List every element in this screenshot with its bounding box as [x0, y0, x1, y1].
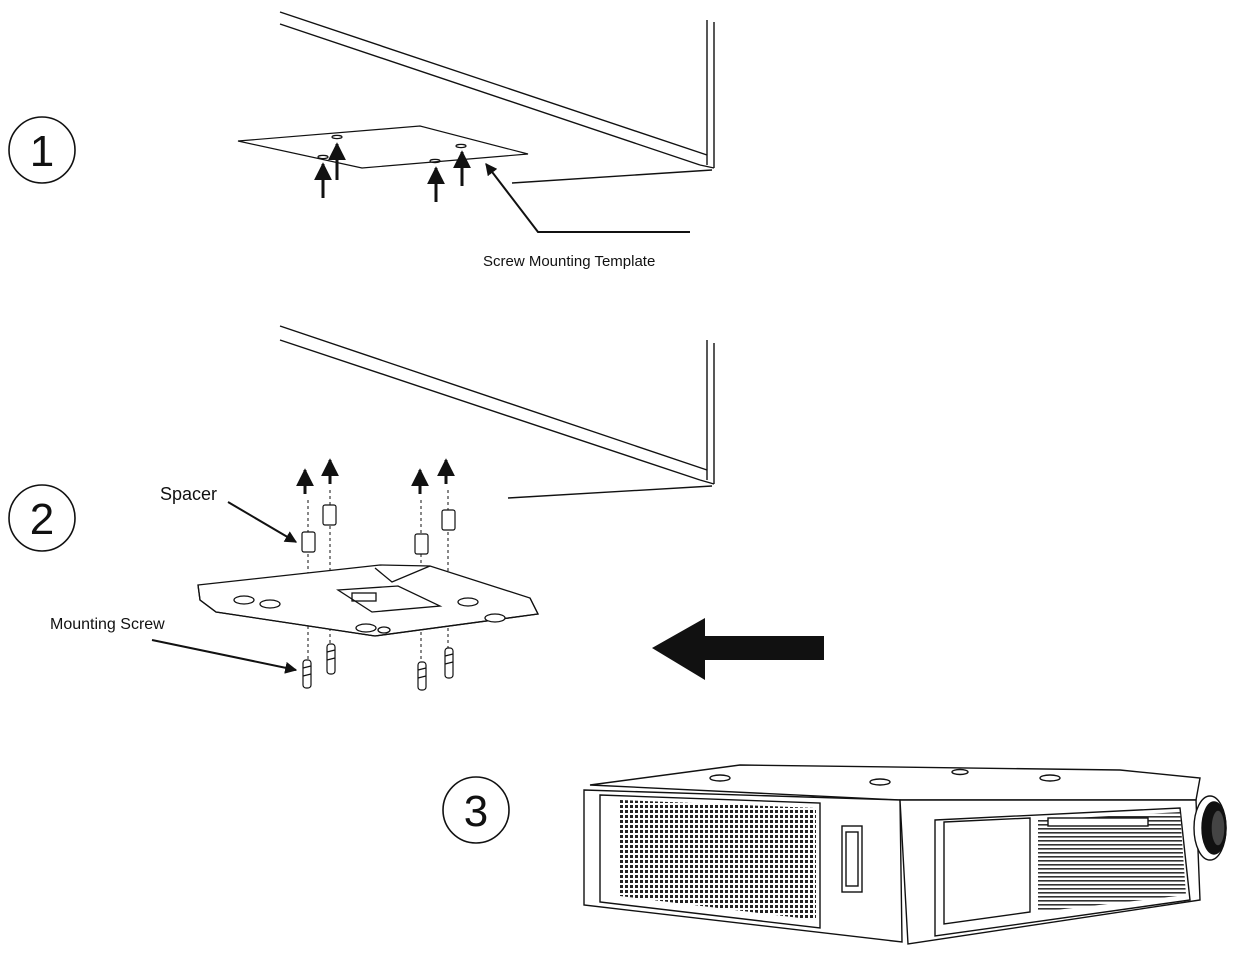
- step-1-group: 1 Screw Mounting Template: [8, 11, 715, 270]
- screw-mounting-template-label: Screw Mounting Template: [483, 253, 655, 270]
- projector: [583, 764, 1227, 945]
- step-2-ceiling-corner: [279, 325, 715, 499]
- step-1-ceiling-corner: [279, 11, 715, 184]
- step-3-number: 3: [464, 787, 488, 836]
- step-2-badge: 2: [8, 484, 76, 552]
- spacer-leader-arrow: [227, 501, 298, 543]
- step-3-group: 3: [442, 764, 1227, 945]
- step-1-screw-arrows: [314, 142, 471, 202]
- template-leader-arrow: [485, 163, 690, 233]
- step-2-number: 2: [30, 495, 54, 544]
- step-1-badge: 1: [8, 116, 76, 184]
- top-screws: [296, 458, 455, 494]
- spacers: [301, 504, 456, 555]
- step-1-number: 1: [30, 127, 54, 176]
- mounting-screw-leader-arrow: [151, 639, 298, 674]
- step-3-badge: 3: [442, 776, 510, 844]
- ceiling-mount-bracket: [197, 564, 539, 637]
- wall-anchors: [302, 643, 454, 691]
- mounting-screw-label: Mounting Screw: [50, 616, 165, 633]
- screw-mounting-template: [237, 125, 529, 169]
- spacer-label: Spacer: [160, 484, 217, 504]
- step-2-group: 2: [8, 325, 824, 691]
- arrow-left-icon: [652, 618, 824, 680]
